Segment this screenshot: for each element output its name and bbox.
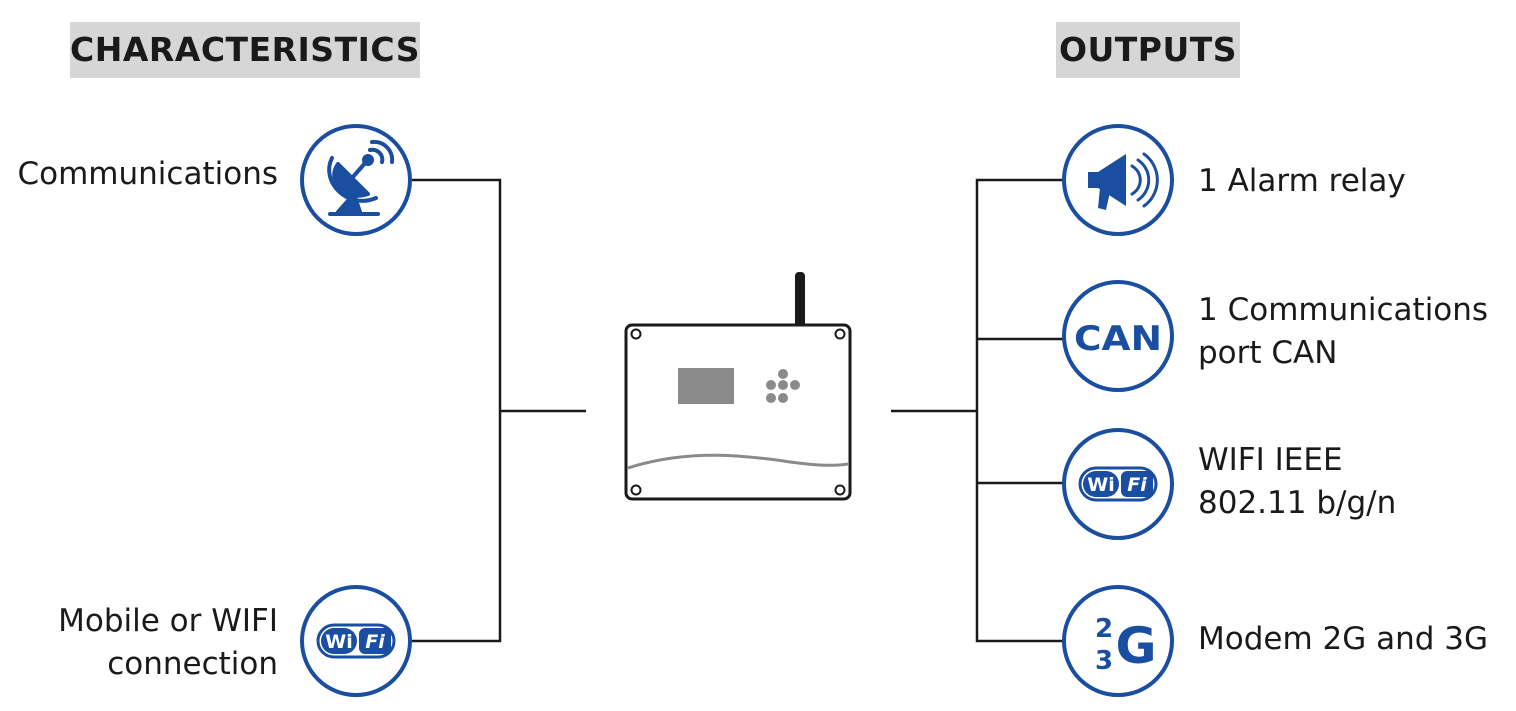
2g-3g-icon-bottom: 3	[1095, 646, 1113, 676]
characteristic-label-mobile-wifi: Mobile or WIFI connection	[58, 603, 278, 682]
output-label-modem: Modem 2G and 3G	[1198, 621, 1489, 657]
wifi-icon-text-left: Wi	[1087, 474, 1114, 496]
wifi-icon-text-right: Fi	[365, 631, 385, 653]
characteristics-header: CHARACTERISTICS	[70, 22, 420, 78]
device-body	[624, 323, 852, 501]
device-antenna	[795, 272, 805, 330]
wifi-icon-text-right: Fi	[1127, 474, 1147, 496]
line-outputs-trunk	[975, 178, 1063, 643]
can-icon-text: CAN	[1074, 319, 1162, 359]
wifi-icon: Wi Fi	[1062, 428, 1174, 540]
device-keypad	[766, 369, 800, 403]
controller-device	[624, 272, 852, 501]
2g-3g-icon-letter: G	[1115, 617, 1156, 675]
satellite-dish-icon	[300, 124, 412, 236]
output-label-wifi: WIFI IEEE 802.11 b/g/n	[1198, 442, 1397, 521]
wifi-icon: Wi Fi	[300, 585, 412, 697]
2g-3g-icon: 2 3 G	[1062, 585, 1174, 697]
device-screen	[678, 368, 734, 404]
can-icon: CAN	[1062, 280, 1174, 392]
2g-3g-icon-top: 2	[1095, 614, 1113, 644]
output-label-alarm-relay: 1 Alarm relay	[1198, 163, 1406, 199]
line-communications	[412, 178, 502, 643]
megaphone-icon	[1062, 124, 1174, 236]
characteristic-label-communications: Communications	[17, 156, 279, 192]
wifi-icon-text-left: Wi	[325, 631, 352, 653]
output-label-can-port: 1 Communications port CAN	[1198, 292, 1489, 371]
device-wave	[627, 453, 849, 470]
outputs-header: OUTPUTS	[1056, 22, 1240, 78]
